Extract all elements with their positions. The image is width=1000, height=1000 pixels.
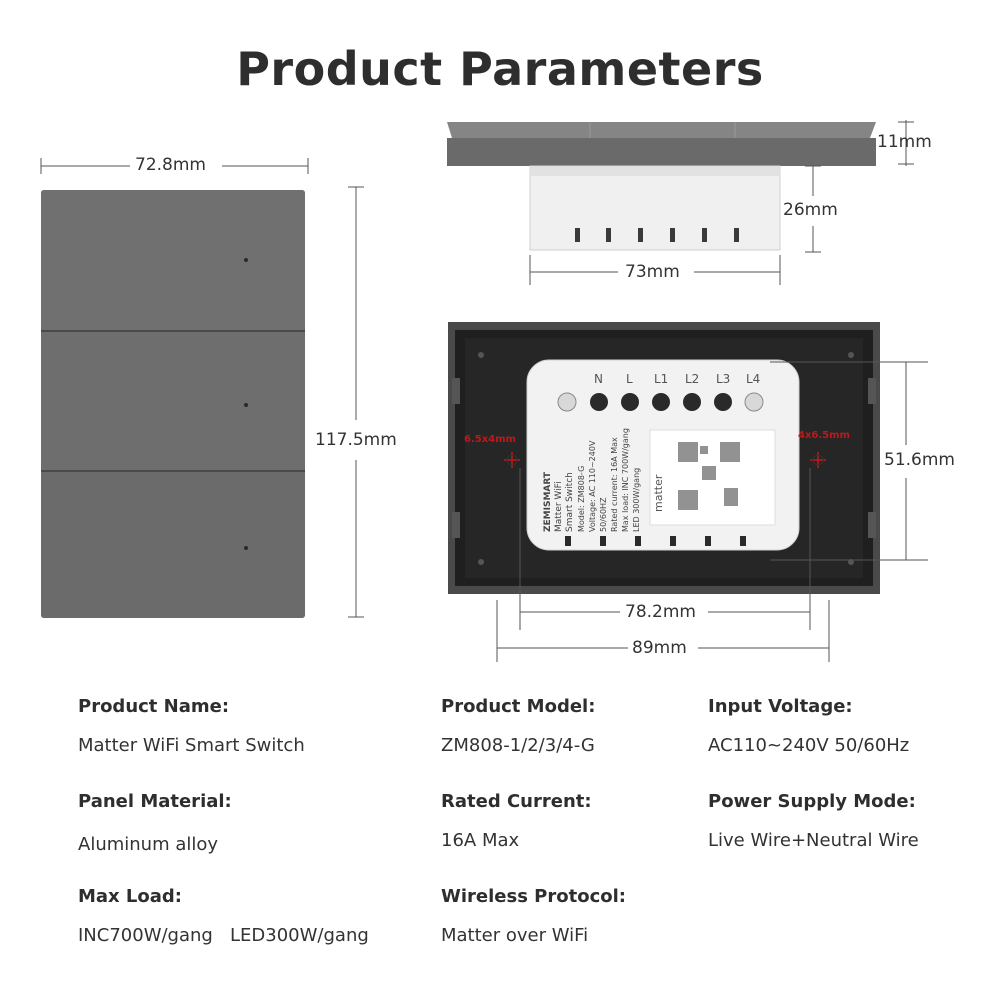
terminal-label-l2: L2 xyxy=(685,372,700,386)
dim-front-height: 117.5mm xyxy=(315,430,397,450)
terminal-label-l4: L4 xyxy=(746,372,761,386)
spec-panel-material: Panel Material: Aluminum alloy xyxy=(78,791,232,855)
module-line-1: Matter WiFi xyxy=(554,481,564,532)
module-line-5: 50/60HZ xyxy=(599,497,608,532)
hole-left-size: 6.5x4mm xyxy=(464,434,516,445)
gang-button-1 xyxy=(41,190,305,330)
module-brand: ZEMISMART xyxy=(543,471,553,532)
terminal-labels: N L L1 L2 L3 L4 xyxy=(588,372,768,388)
matter-logo: matter xyxy=(652,474,665,512)
indicator-led-3 xyxy=(244,546,248,550)
terminal-screws xyxy=(557,392,764,412)
terminal-label-n: N xyxy=(594,372,603,386)
back-view xyxy=(448,322,928,662)
spec-label: Rated Current: xyxy=(441,791,592,812)
spec-input-voltage: Input Voltage: AC110~240V 50/60Hz xyxy=(708,696,909,756)
gang-button-3 xyxy=(41,472,305,618)
module-line-8: LED 300W/gang xyxy=(632,467,641,532)
spec-product-name: Product Name: Matter WiFi Smart Switch xyxy=(78,696,305,756)
spec-rated-current: Rated Current: 16A Max xyxy=(441,791,592,851)
module-print-text: ZEMISMART Matter WiFi Smart Switch Model… xyxy=(543,420,655,532)
page-title: Product Parameters xyxy=(236,42,764,96)
spec-label: Product Name: xyxy=(78,696,230,717)
side-view xyxy=(447,120,914,285)
spec-value: Matter over WiFi xyxy=(441,925,589,946)
spec-value: Aluminum alloy xyxy=(78,834,219,855)
module-line-6: Rated current: 16A Max xyxy=(610,437,619,532)
gang-button-2 xyxy=(41,332,305,470)
hole-right-size: 4x6.5mm xyxy=(798,430,850,441)
module-line-3: Model: ZM808-G xyxy=(577,465,586,532)
terminal-label-l: L xyxy=(626,372,633,386)
dim-side-width: 73mm xyxy=(625,262,680,282)
indicator-led-1 xyxy=(244,258,248,262)
spec-label: Panel Material: xyxy=(78,791,232,812)
spec-value: INC700W/gang LED300W/gang xyxy=(78,925,369,946)
spec-label: Power Supply Mode: xyxy=(708,791,916,812)
spec-product-model: Product Model: ZM808-1/2/3/4-G xyxy=(441,696,595,756)
spec-label: Wireless Protocol: xyxy=(441,886,626,907)
front-view xyxy=(40,158,364,618)
dim-front-width: 72.8mm xyxy=(135,155,206,175)
spec-value: AC110~240V 50/60Hz xyxy=(708,735,910,756)
terminal-label-l3: L3 xyxy=(716,372,731,386)
spec-label: Max Load: xyxy=(78,886,183,907)
dim-side-depth: 26mm xyxy=(783,200,838,220)
dim-back-hole-span: 78.2mm xyxy=(625,602,696,622)
dim-back-width: 89mm xyxy=(632,638,687,658)
dim-side-thickness: 11mm xyxy=(877,132,932,152)
spec-label: Product Model: xyxy=(441,696,596,717)
spec-power-supply-mode: Power Supply Mode: Live Wire+Neutral Wir… xyxy=(708,791,919,851)
spec-value: 16A Max xyxy=(441,830,520,851)
spec-wireless-protocol: Wireless Protocol: Matter over WiFi xyxy=(441,886,626,946)
module-line-4: Voltage: AC 110~240V xyxy=(588,440,597,532)
spec-value: Matter WiFi Smart Switch xyxy=(78,735,305,756)
spec-value: ZM808-1/2/3/4-G xyxy=(441,735,595,756)
spec-max-load: Max Load: INC700W/gang LED300W/gang xyxy=(78,886,369,946)
dim-back-hole-height: 51.6mm xyxy=(884,450,955,470)
indicator-led-2 xyxy=(244,403,248,407)
module-line-2: Smart Switch xyxy=(565,472,575,532)
spec-label: Input Voltage: xyxy=(708,696,853,717)
spec-value: Live Wire+Neutral Wire xyxy=(708,830,919,851)
terminal-label-l1: L1 xyxy=(654,372,669,386)
module-line-7: Max load: INC 700W/gang xyxy=(621,428,630,532)
